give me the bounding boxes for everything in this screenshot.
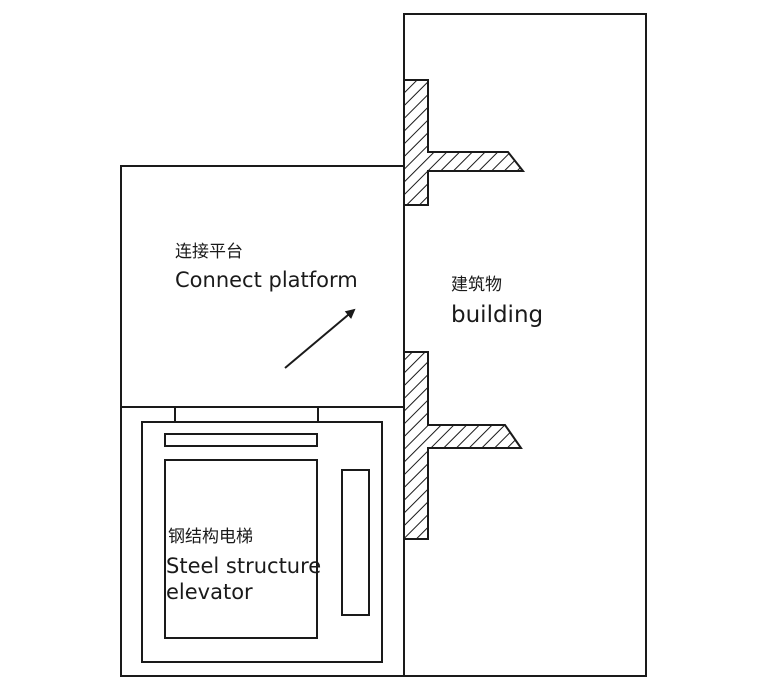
platform-arrow [284, 308, 356, 369]
elevator-shaft-box [120, 406, 405, 677]
connect-platform-label-en: Connect platform [175, 268, 358, 292]
building-label-en: building [451, 302, 543, 328]
elevator-label-en-line1: Steel structure [166, 554, 321, 578]
elevator-label-cn: 钢结构电梯 [168, 527, 253, 547]
lower-hatched-bracket [403, 351, 523, 540]
building-outline [403, 13, 647, 677]
elevator-top-bar [164, 433, 318, 447]
elevator-cab-frame [141, 421, 383, 663]
elevator-car [164, 459, 318, 639]
counterweight [341, 469, 370, 616]
elevator-label-en-line2: elevator [166, 580, 253, 604]
upper-hatched-bracket [403, 79, 526, 206]
connect-platform-label-cn: 连接平台 [175, 242, 243, 262]
building-label-cn: 建筑物 [451, 275, 502, 295]
